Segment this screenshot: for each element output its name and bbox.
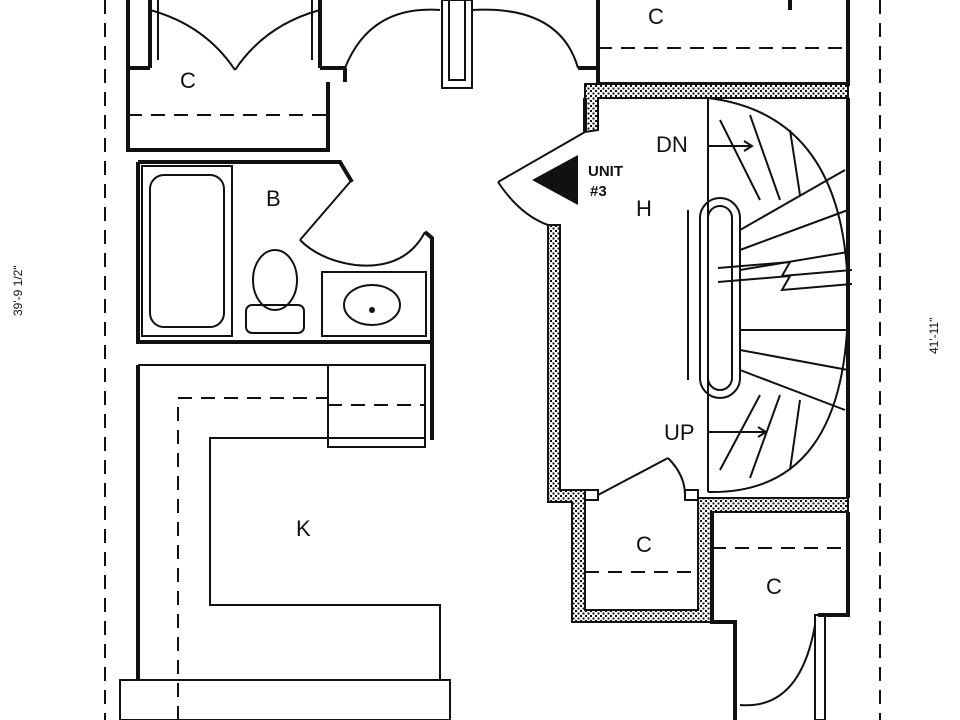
kitchen-label: K	[296, 516, 311, 541]
spiral-stair	[687, 97, 853, 494]
closet-top-right-label: C	[648, 4, 664, 29]
toilet-icon	[245, 249, 305, 334]
unit-word-label: UNIT	[588, 163, 623, 180]
stair-down-label: DN	[656, 132, 688, 157]
kitchen	[119, 342, 451, 720]
sink-icon	[321, 271, 427, 337]
stair-treads	[719, 114, 849, 479]
stair-break-line	[717, 260, 853, 278]
unit-entry-door	[497, 131, 586, 226]
unit-number-label: #3	[590, 183, 607, 200]
closet-bottom-mid-label: C	[636, 532, 652, 557]
stair-up-label: UP	[664, 420, 695, 445]
unit-arrow-icon	[532, 155, 578, 205]
left-dimension-label: 39'-9 1/2"	[11, 265, 25, 316]
bath-label: B	[266, 186, 281, 211]
hall-closet-door	[584, 457, 699, 501]
closet-bottom-right-label: C	[766, 574, 782, 599]
bathtub	[141, 165, 233, 337]
hall-label: H	[636, 196, 652, 221]
lower-closets	[585, 512, 850, 720]
top-entry-doors	[343, 0, 600, 89]
closet-top-left-label: C	[180, 68, 196, 93]
right-dimension-label: 41'-11"	[927, 318, 941, 354]
bathroom	[136, 160, 434, 344]
top-left-closets	[126, 0, 345, 152]
top-right-closet	[596, 0, 850, 86]
